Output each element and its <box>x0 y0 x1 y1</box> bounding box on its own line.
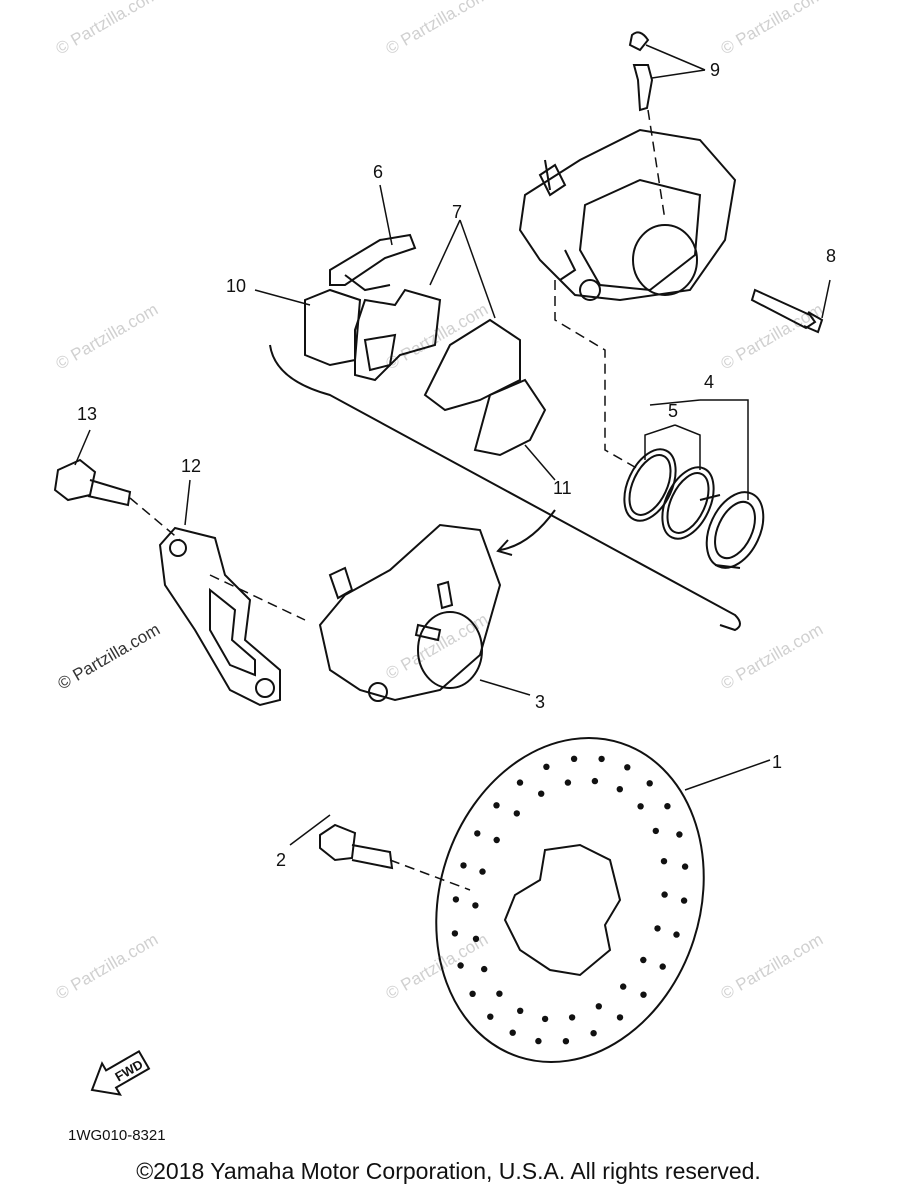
disc-hole <box>517 1007 524 1014</box>
disc-hole <box>460 862 467 869</box>
disc-hole <box>640 991 647 998</box>
disc-hole <box>637 803 644 810</box>
callout-5: 5 <box>668 401 678 421</box>
disc-holes <box>451 755 689 1045</box>
disc-hole <box>451 930 459 937</box>
disc-hole <box>496 990 503 997</box>
disc-hole <box>661 891 668 898</box>
disc-hole <box>616 786 623 793</box>
watermark: © Partzilla.com <box>53 300 162 374</box>
watermark: © Partzilla.com <box>53 930 162 1004</box>
disc-hole <box>681 863 689 870</box>
caliper-bracket <box>158 526 281 707</box>
disc-hole <box>660 858 668 865</box>
disc-hole <box>472 902 479 909</box>
diagram-code: 1WG010-8321 <box>68 1127 166 1144</box>
disc-hole <box>541 1015 549 1023</box>
disc-hole <box>590 1030 597 1037</box>
install-arrow <box>496 509 556 556</box>
disc-hole <box>591 777 599 785</box>
disc-hole <box>568 1014 576 1021</box>
bleeder-screw-and-cap <box>628 31 654 112</box>
callout-2: 2 <box>276 850 286 870</box>
disc-hole <box>598 755 605 763</box>
watermark: © Partzilla.com <box>53 0 162 58</box>
callout-13: 13 <box>77 404 97 424</box>
assembly-lines <box>129 109 666 891</box>
forward-arrow-icon: FWD <box>90 1049 151 1096</box>
disc-hole <box>457 962 464 969</box>
disc-hole <box>680 897 688 904</box>
disc-hole <box>595 1003 602 1010</box>
callout-9: 9 <box>710 60 720 80</box>
callout-8: 8 <box>826 246 836 266</box>
disc-hole <box>479 868 486 875</box>
disc-hole <box>474 830 481 837</box>
piston-and-seals <box>623 448 765 569</box>
disc-hole <box>659 963 666 970</box>
brake-disc <box>435 737 705 1063</box>
callout-11: 11 <box>553 478 572 498</box>
disc-hole <box>535 1037 542 1045</box>
disc-hole <box>487 1013 494 1020</box>
disc-hole <box>543 763 550 770</box>
disc-hole <box>452 896 460 903</box>
caliper-assembly <box>318 523 502 702</box>
callouts: 1 2 3 4 5 6 7 8 9 10 11 12 13 <box>77 60 836 870</box>
callout-7: 7 <box>452 202 462 222</box>
disc-hole <box>616 1014 624 1021</box>
disc-hole <box>516 779 524 786</box>
copyright-notice: ©2018 Yamaha Motor Corporation, U.S.A. A… <box>136 1158 761 1184</box>
watermark: © Partzilla.com <box>718 0 827 58</box>
pad-spring <box>329 233 417 292</box>
pad-shim <box>304 288 362 367</box>
disc-hole <box>624 764 631 771</box>
disc-hole <box>472 935 480 942</box>
caliper-bolt <box>750 288 824 334</box>
watermark: © Partzilla.com <box>383 0 492 58</box>
disc-hole <box>640 956 647 964</box>
callout-10: 10 <box>226 276 246 296</box>
disc-hole <box>513 810 520 817</box>
watermark-dark: © Partzilla.com <box>55 620 164 694</box>
pad-support <box>473 378 547 457</box>
disc-hole <box>562 1038 570 1045</box>
disc-hole <box>673 931 680 938</box>
brake-parts-diagram: © Partzilla.com © Partzilla.com © Partzi… <box>53 0 837 1144</box>
group-bracket-line <box>269 344 741 632</box>
disc-hole <box>538 790 545 797</box>
disc-hole <box>493 802 500 809</box>
disc-hole <box>481 965 488 973</box>
callout-12: 12 <box>181 456 201 476</box>
disc-hole <box>664 803 671 810</box>
disc-hole <box>654 925 661 932</box>
disc-hole <box>564 779 572 786</box>
leader-lines <box>74 44 831 846</box>
disc-hole <box>469 990 476 997</box>
disc-hole <box>646 780 653 787</box>
disc-hole <box>676 831 683 838</box>
callout-4: 4 <box>704 372 714 392</box>
upper-caliper <box>518 128 737 302</box>
callout-3: 3 <box>535 692 545 712</box>
disc-hole <box>509 1029 516 1036</box>
disc-hole <box>493 836 500 844</box>
disc-hole <box>570 755 578 762</box>
brake-pad-set <box>354 288 521 412</box>
callout-1: 1 <box>772 752 782 772</box>
disc-bolt <box>319 823 394 870</box>
disc-hole <box>620 983 627 990</box>
disc-hole <box>652 827 659 835</box>
watermark: © Partzilla.com <box>718 620 827 694</box>
bracket-bolt <box>53 458 132 507</box>
callout-6: 6 <box>373 162 383 182</box>
watermark: © Partzilla.com <box>718 930 827 1004</box>
